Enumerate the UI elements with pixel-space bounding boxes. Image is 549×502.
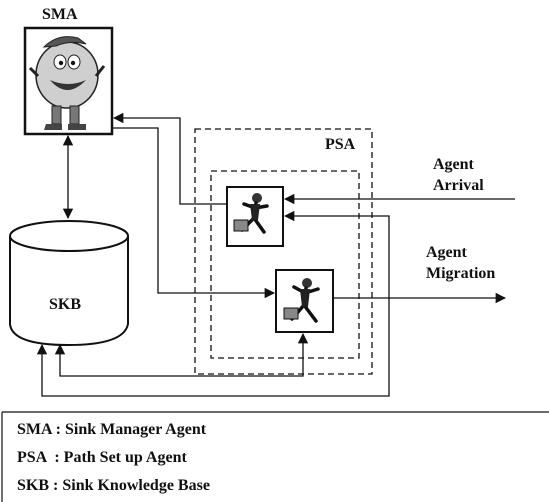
agent-arrival-label-line2: Arrival (433, 177, 484, 194)
skb-label: SKB (49, 296, 82, 313)
agent-migration-label-line2: Migration (426, 265, 496, 282)
legend-item-sma: SMA : Sink Manager Agent (17, 421, 207, 438)
psa-outer-box (194, 128, 373, 375)
psa-inner-box (210, 170, 360, 359)
agent-arrival-label-line1: Agent (433, 156, 474, 173)
psa-label: PSA (325, 136, 356, 153)
sma-label: SMA (42, 6, 78, 23)
sma-agent-icon (28, 36, 106, 130)
skb-database-icon (9, 220, 129, 347)
legend-item-skb: SKB : Sink Knowledge Base (17, 477, 210, 494)
arrival-agent-to-sma-arrow (112, 112, 227, 205)
agent-migration-label-line1: Agent (426, 244, 467, 261)
legend-item-psa: PSA : Path Set up Agent (17, 449, 187, 466)
skb-migration-connector (54, 332, 309, 377)
feedback-loop-arrow (36, 210, 390, 397)
